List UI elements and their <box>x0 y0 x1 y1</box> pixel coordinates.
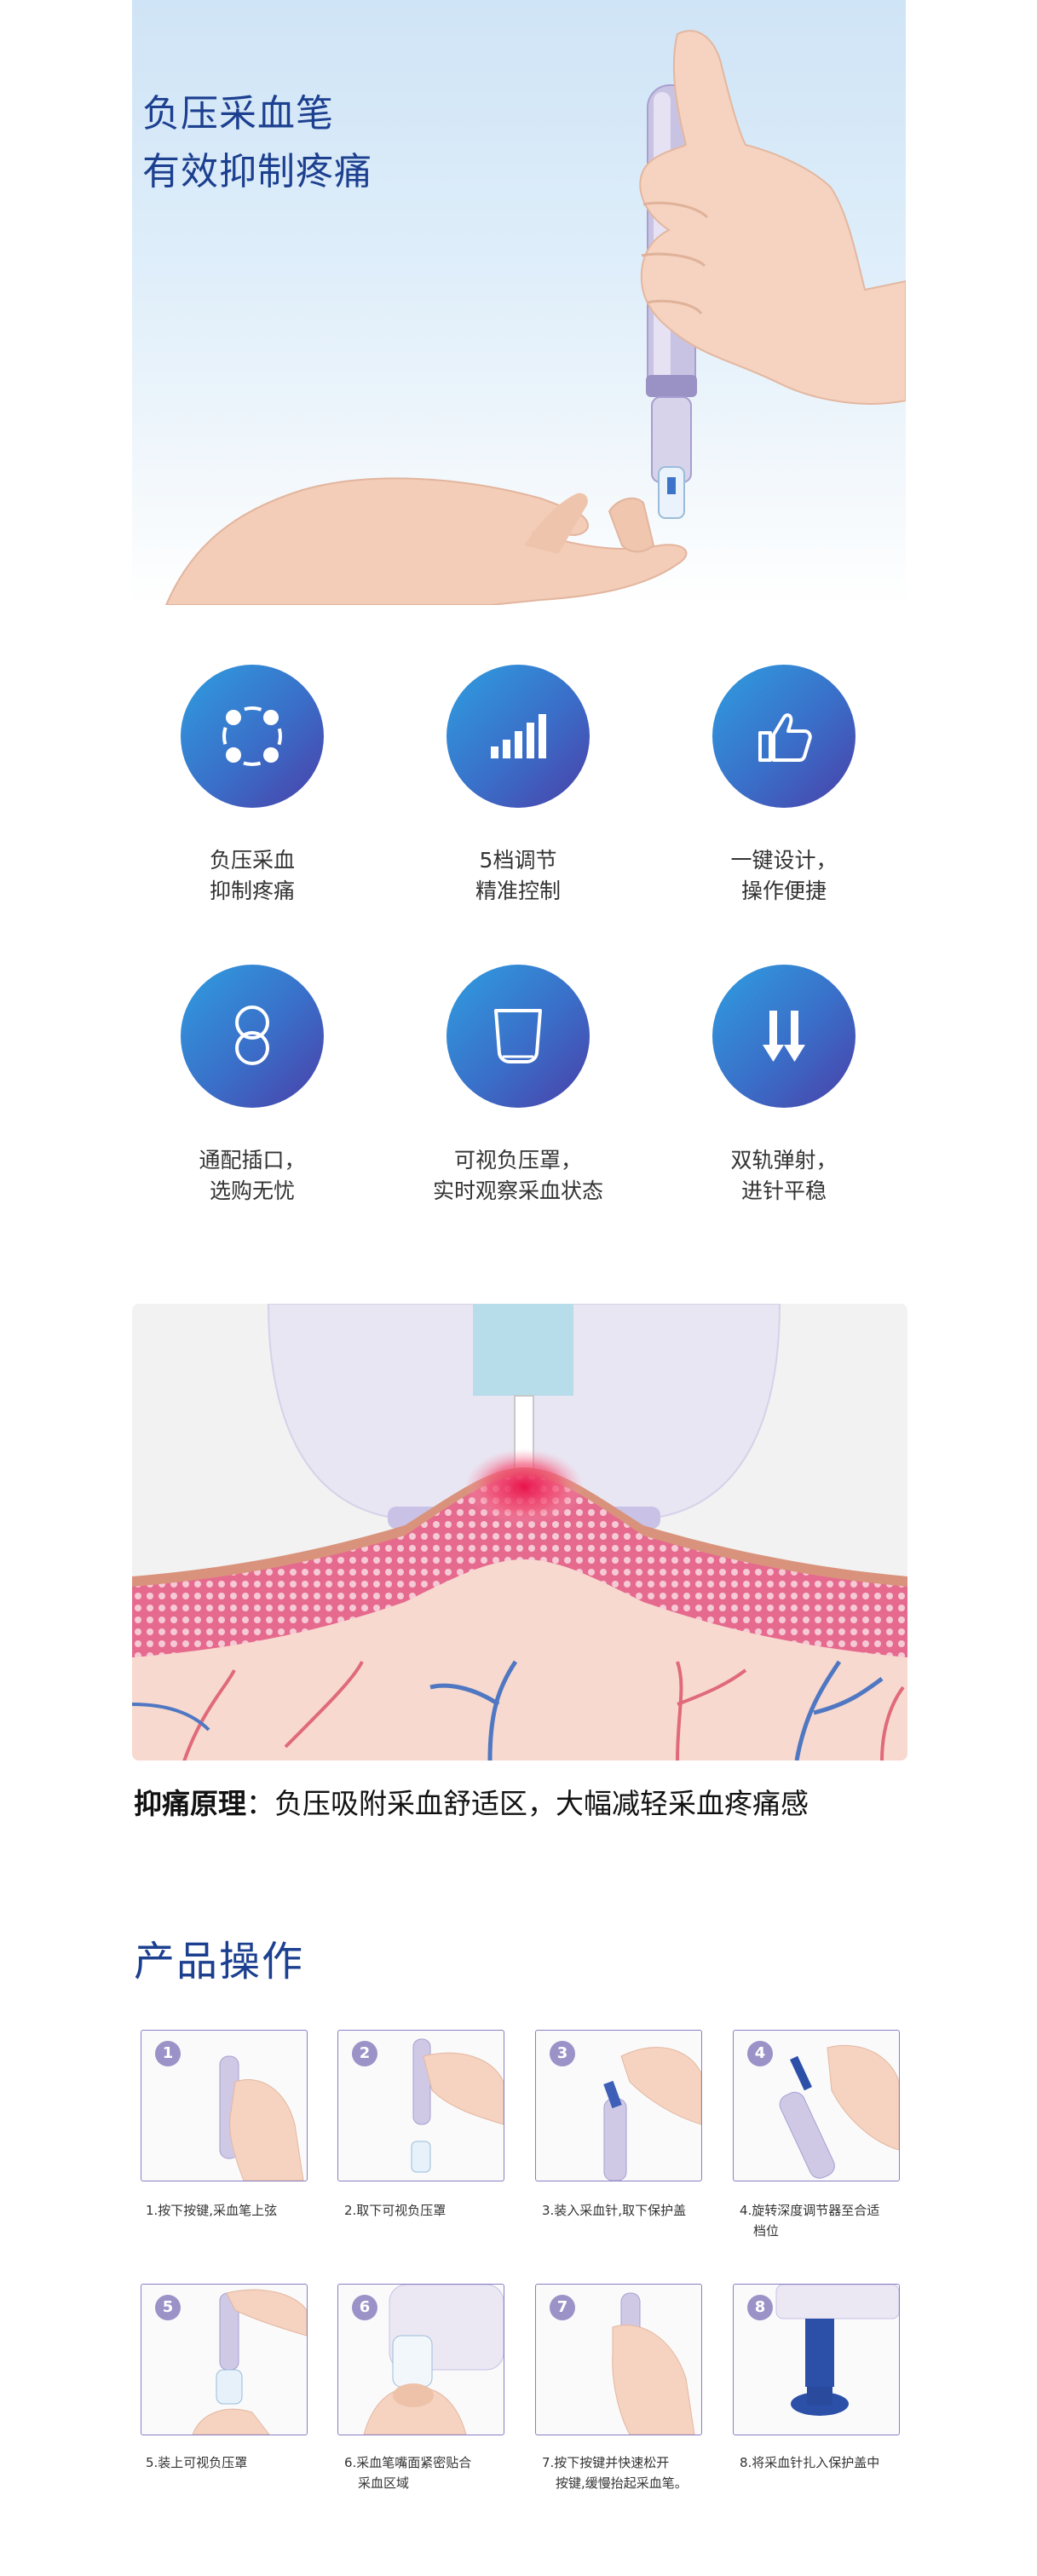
feature-label-line1: 负压采血 <box>209 848 295 873</box>
feature-item: 通配插口， 选购无忧 <box>124 965 380 1207</box>
step-caption-line1: 6.采血笔嘴面紧密贴合 <box>344 2455 472 2470</box>
feature-icon-circle <box>446 965 590 1108</box>
step-caption-line1: 2.取下可视负压罩 <box>344 2203 446 2218</box>
feature-icon-circle <box>181 965 324 1108</box>
step-photo <box>612 2292 695 2435</box>
operations-title: 产品操作 <box>134 1938 305 1985</box>
thumbs-up-icon <box>758 713 812 762</box>
step-card: 3 <box>535 2030 702 2181</box>
step-number-badge: 1 <box>155 2041 181 2066</box>
step-photo <box>779 2044 899 2179</box>
step-caption: 3.装入采血针,取下保护盖 <box>542 2200 725 2221</box>
step-number-badge: 5 <box>155 2295 181 2320</box>
step-card: 6 <box>337 2284 504 2435</box>
step-number-badge: 3 <box>550 2041 575 2066</box>
feature-icon-circle <box>712 665 856 808</box>
cup-icon <box>494 1009 542 1063</box>
step-number-badge: 4 <box>747 2041 773 2066</box>
step-caption-line1: 1.按下按键,采血笔上弦 <box>146 2203 278 2218</box>
step-caption: 8.将采血针扎入保护盖中 <box>740 2452 923 2473</box>
feature-label-line1: 双轨弹射， <box>730 1148 838 1173</box>
signal-bars-icon <box>491 714 546 758</box>
step-caption-line1: 5.装上可视负压罩 <box>146 2455 248 2470</box>
hero-title-line2: 有效抑制疼痛 <box>142 150 372 193</box>
step-photo <box>411 2038 504 2173</box>
step-photo <box>603 2047 701 2181</box>
step-number-badge: 6 <box>352 2295 377 2320</box>
step-photo <box>775 2285 899 2416</box>
step-photo <box>219 2055 304 2181</box>
feature-label-line1: 一键设计， <box>730 848 838 873</box>
step-number-badge: 8 <box>747 2295 773 2320</box>
step-caption: 4.旋转深度调节器至合适档位 <box>740 2200 923 2241</box>
hero-title-line1: 负压采血笔 <box>142 92 334 135</box>
hero-banner: 负压采血笔 有效抑制疼痛 <box>132 0 906 605</box>
step-caption-line1: 4.旋转深度调节器至合适 <box>740 2203 880 2218</box>
feature-label-line2: 精准控制 <box>475 879 561 903</box>
step-card: 2 <box>337 2030 504 2181</box>
step-number-badge: 2 <box>352 2041 377 2066</box>
feature-icon-circle <box>446 665 590 808</box>
feature-label-line1: 通配插口， <box>199 1148 306 1173</box>
step-caption-line1: 8.将采血针扎入保护盖中 <box>740 2455 880 2470</box>
feature-item: 一键设计， 操作便捷 <box>656 665 912 907</box>
principle-caption: 抑痛原理：负压吸附采血舒适区，大幅减轻采血疼痛感 <box>134 1781 809 1822</box>
step-card: 7 <box>535 2284 702 2435</box>
circle-dots-icon <box>222 706 282 766</box>
step-number-badge: 7 <box>550 2295 575 2320</box>
principle-illustration <box>132 1304 907 1761</box>
feature-label-line1: 可视负压罩， <box>453 1148 582 1173</box>
feature-label-line2: 选购无忧 <box>209 1179 295 1203</box>
hero-illustration <box>164 30 906 605</box>
feature-label-line2: 实时观察采血状态 <box>432 1179 603 1203</box>
principle-label: 抑痛原理 <box>134 1787 246 1820</box>
step-caption-line1: 3.装入采血针,取下保护盖 <box>542 2203 687 2218</box>
step-caption: 2.取下可视负压罩 <box>344 2200 527 2221</box>
step-card: 8 <box>733 2284 900 2435</box>
step-caption: 6.采血笔嘴面紧密贴合采血区域 <box>344 2452 527 2493</box>
step-caption-line2: 按键,缓慢抬起采血笔。 <box>556 2475 688 2491</box>
step-photo <box>363 2285 504 2435</box>
feature-item: 双轨弹射， 进针平稳 <box>656 965 912 1207</box>
interlocking-rings-icon <box>235 1006 269 1065</box>
step-caption-line2: 档位 <box>753 2223 780 2239</box>
step-card: 5 <box>141 2284 308 2435</box>
feature-label-line2: 操作便捷 <box>740 879 827 903</box>
feature-label-line2: 进针平稳 <box>740 1179 827 1203</box>
skin-cross-section-diagram <box>132 1304 907 1761</box>
feature-icon-circle <box>181 665 324 808</box>
step-card: 1 <box>141 2030 308 2181</box>
step-card: 4 <box>733 2030 900 2181</box>
step-caption: 7.按下按键并快速松开按键,缓慢抬起采血笔。 <box>542 2452 725 2493</box>
feature-icon-circle <box>712 965 856 1108</box>
feature-item: 负压采血抑制疼痛 <box>124 665 380 907</box>
step-caption-line1: 7.按下按键并快速松开 <box>542 2455 670 2470</box>
step-photo <box>192 2289 307 2435</box>
step-caption: 5.装上可视负压罩 <box>146 2452 329 2473</box>
feature-label-line1: 5档调节 <box>479 848 557 873</box>
feature-label-line2: 抑制疼痛 <box>209 879 295 903</box>
principle-text: ：负压吸附采血舒适区，大幅减轻采血疼痛感 <box>246 1787 809 1820</box>
feature-item: 可视负压罩， 实时观察采血状态 <box>390 965 646 1207</box>
double-arrow-down-icon <box>763 1011 805 1062</box>
step-caption-line2: 采血区域 <box>358 2475 410 2491</box>
step-caption: 1.按下按键,采血笔上弦 <box>146 2200 329 2221</box>
feature-item: 5档调节精准控制 <box>390 665 646 907</box>
